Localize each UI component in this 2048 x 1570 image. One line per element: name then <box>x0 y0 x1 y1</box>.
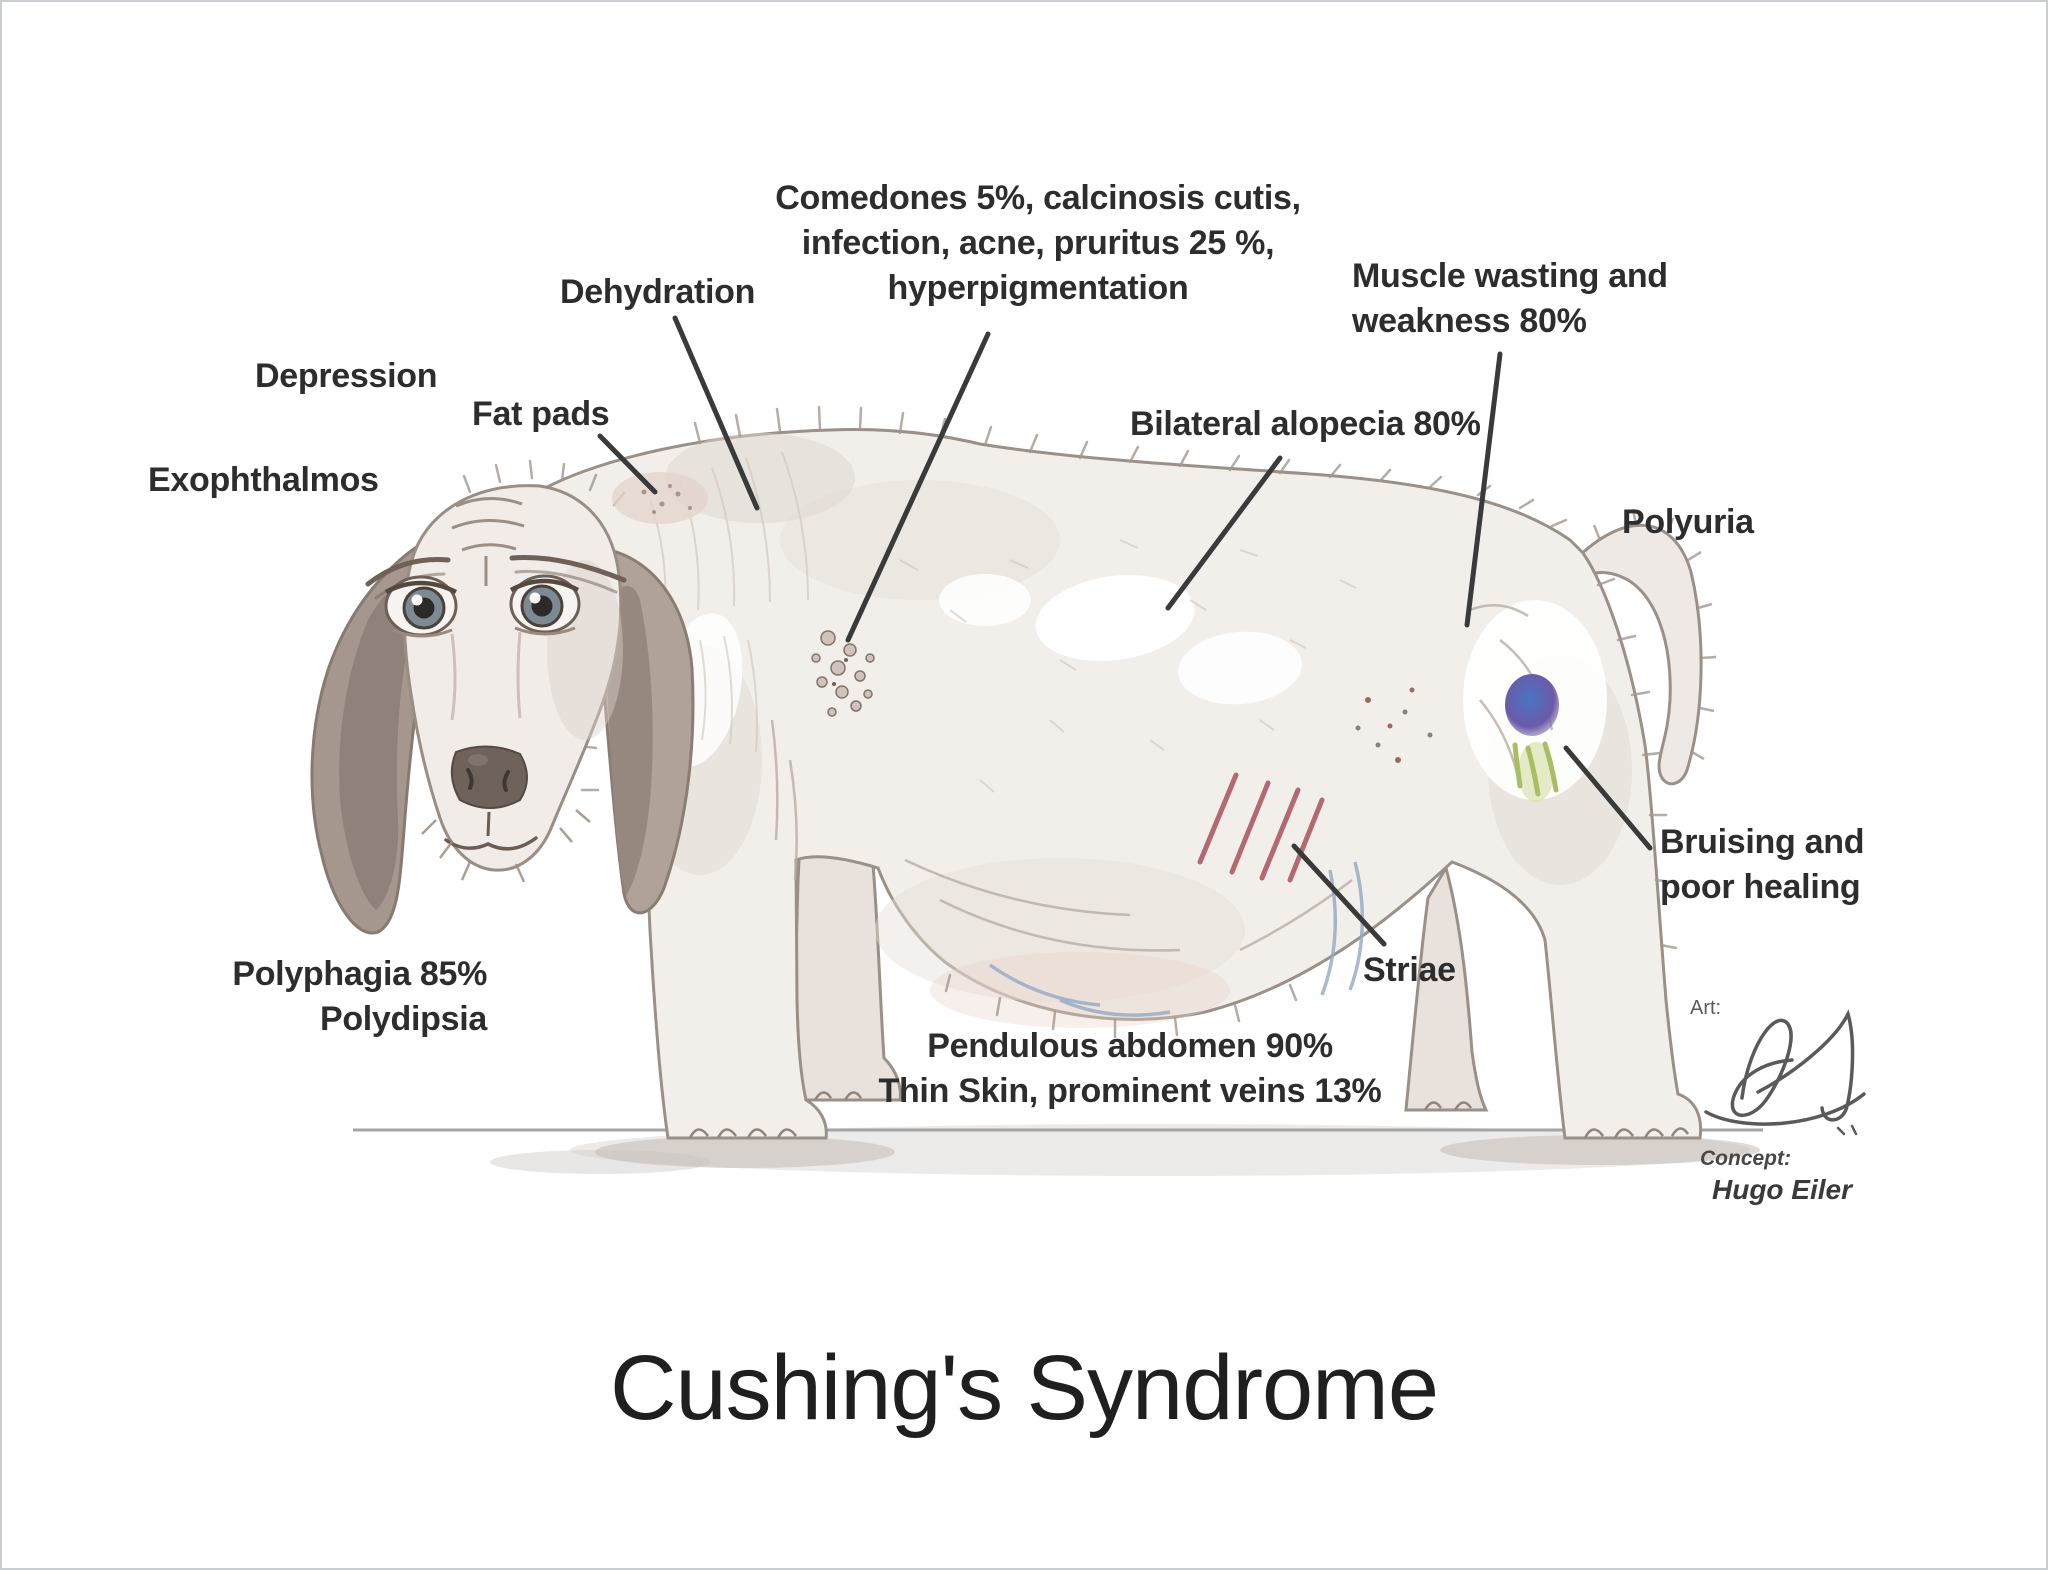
label-line: Pendulous abdomen 90% <box>927 1027 1333 1065</box>
leader-line-dehydration <box>672 315 760 511</box>
leader-lines <box>597 315 1653 947</box>
label-line: Comedones 5%, calcinosis cutis, <box>775 179 1301 217</box>
hyperpigmentation-speckles <box>1355 687 1433 763</box>
mouth <box>444 836 538 851</box>
coat-hatching <box>649 451 1357 793</box>
label-fat-pads: Fat pads <box>472 395 610 433</box>
bruise-mark <box>1505 674 1559 802</box>
eye-right <box>509 574 581 636</box>
left-ear-inner <box>339 586 420 910</box>
label-line: Muscle wasting and <box>1352 257 1668 295</box>
nose <box>450 745 528 809</box>
label-exophthalmos: Exophthalmos <box>148 461 379 499</box>
fat-pad-patch <box>612 472 708 524</box>
ground-shadow <box>490 1124 1760 1176</box>
label-line: infection, acne, pruritus 25 %, <box>801 223 1275 262</box>
dog-tail <box>1573 523 1703 786</box>
leader-line-comedones <box>845 331 991 643</box>
label-line: Thin Skin, prominent veins 13% <box>878 1071 1382 1110</box>
philtrum <box>486 811 491 837</box>
artist-signature <box>1704 1009 1866 1136</box>
label-line: poor healing <box>1660 867 1861 906</box>
dog-head <box>310 484 695 935</box>
page-title: Cushing's Syndrome <box>610 1337 1439 1439</box>
label-depression: Depression <box>255 357 438 395</box>
label-line: weakness 80% <box>1352 301 1587 340</box>
eye-left <box>384 575 458 638</box>
leader-line-striae <box>1291 843 1387 947</box>
label-bruising: Bruising and poor healing <box>1660 820 1864 910</box>
thigh-contours <box>770 603 1554 952</box>
label-bilateral-alopecia: Bilateral alopecia 80% <box>1130 405 1481 443</box>
label-line: hyperpigmentation <box>887 268 1189 307</box>
striae-marks <box>1197 772 1325 883</box>
label-muscle-wasting: Muscle wasting and weakness 80% <box>1352 254 1668 344</box>
art-credit-label: Art: <box>1690 997 1722 1019</box>
concept-credit-label: Concept: <box>1700 1147 1791 1170</box>
leader-line-muscle-wasting <box>1464 351 1503 628</box>
leader-line-bruising <box>1563 745 1653 851</box>
leader-line-fat-pads <box>597 433 658 495</box>
jowl-scruff <box>421 809 591 883</box>
label-abdomen: Pendulous abdomen 90% Thin Skin, promine… <box>825 1024 1435 1114</box>
right-ear-inner <box>607 585 653 896</box>
leader-line-alopecia <box>1165 455 1283 611</box>
label-polyuria: Polyuria <box>1622 503 1754 541</box>
label-striae: Striae <box>1363 951 1456 989</box>
fur-texture <box>462 405 1678 1039</box>
label-line: Polydipsia <box>319 999 487 1038</box>
tail-fur <box>1592 508 1717 761</box>
label-polyphagia-polydipsia: Polyphagia 85% Polydipsia <box>187 952 487 1042</box>
label-line: Bruising and <box>1660 823 1865 861</box>
label-line: Polyphagia 85% <box>232 955 487 993</box>
label-dehydration: Dehydration <box>560 273 756 311</box>
feet-toes <box>688 1091 1690 1139</box>
bald-patches <box>657 574 1607 800</box>
forehead-wrinkles <box>451 496 525 586</box>
nostrils <box>466 768 510 792</box>
nose-highlight <box>468 754 488 766</box>
muzzle-shading <box>450 631 522 721</box>
comedones-cluster <box>811 630 875 717</box>
concept-credit-name: Hugo Eiler <box>1712 1174 1853 1205</box>
label-comedones: Comedones 5%, calcinosis cutis, infectio… <box>740 176 1336 311</box>
